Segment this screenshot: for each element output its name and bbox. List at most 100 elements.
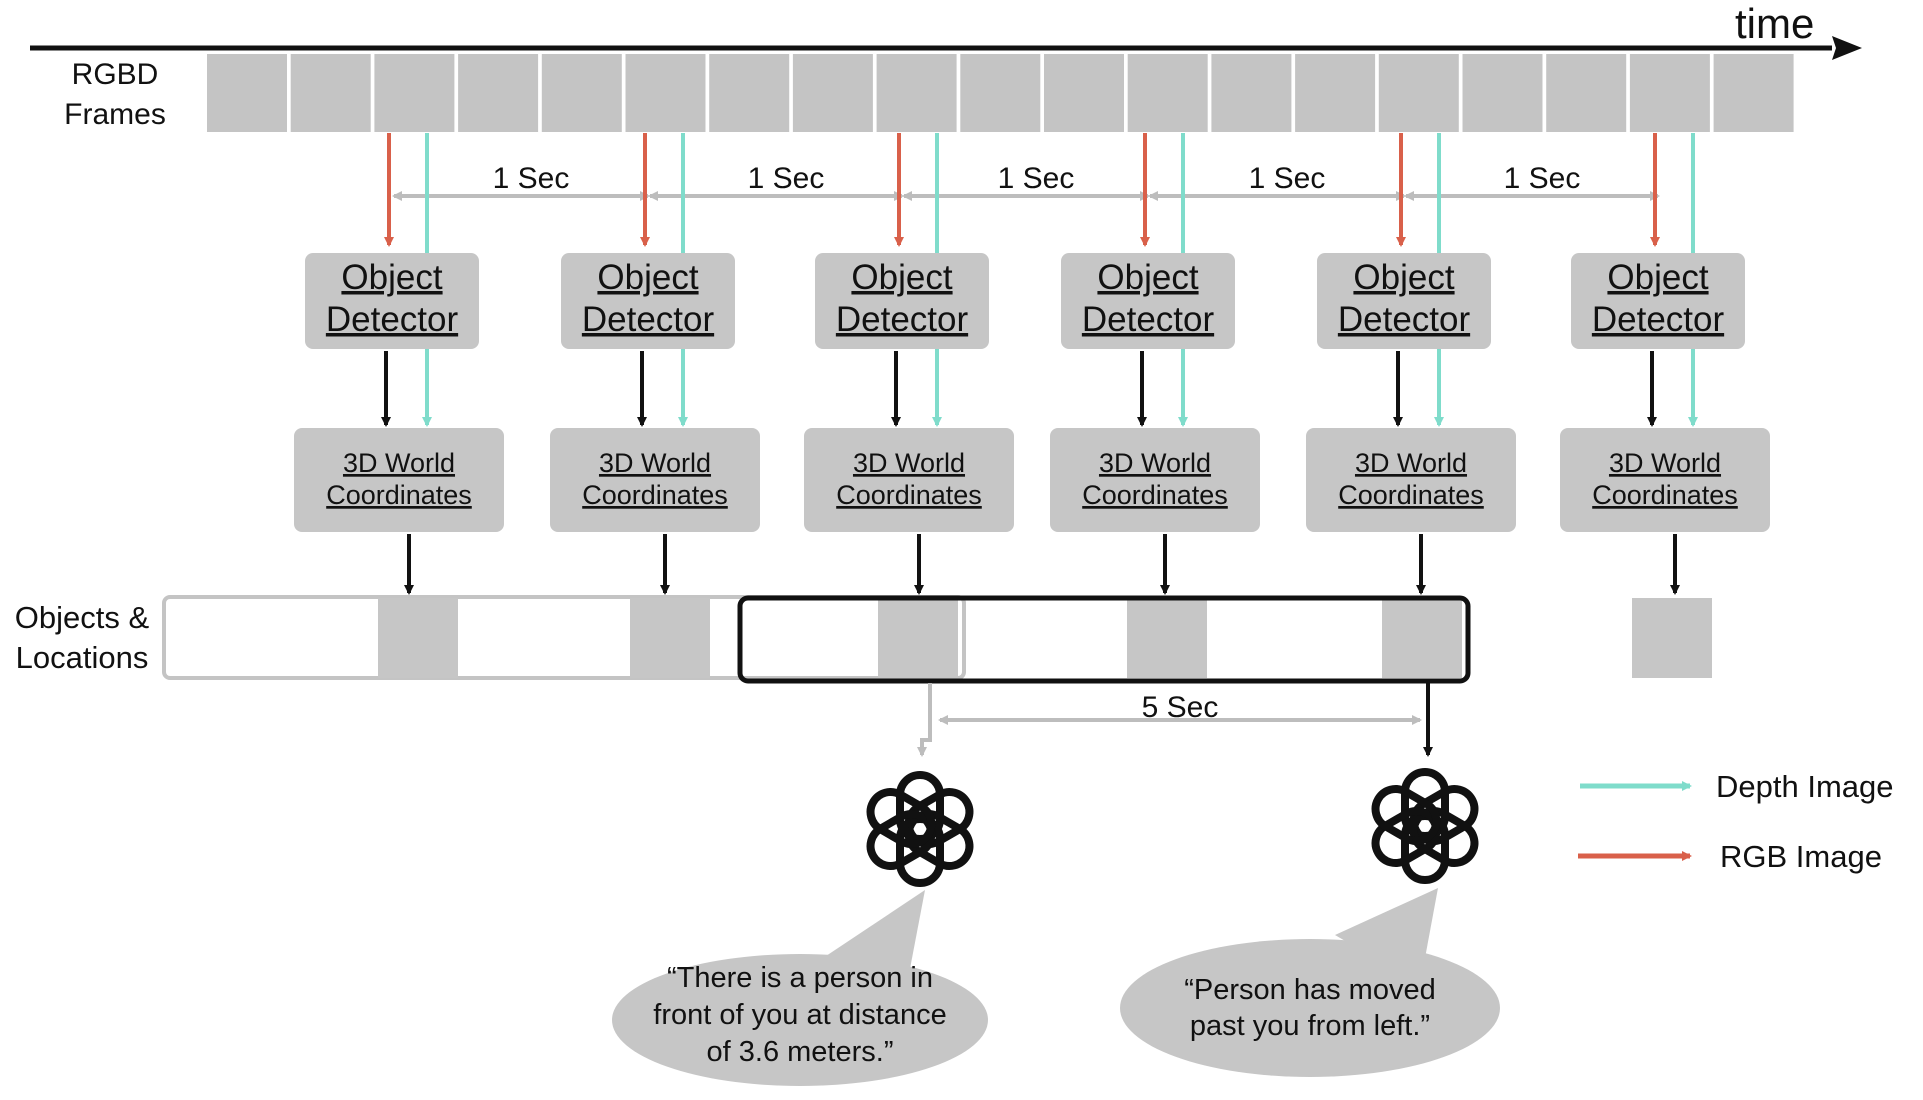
frame-9 xyxy=(876,54,957,132)
object-detector-line2-5: Detector xyxy=(1338,300,1471,339)
object-detector-line1-4: Object xyxy=(1097,258,1198,297)
legend-depth-label: Depth Image xyxy=(1716,769,1894,804)
world-coordinates-box-6 xyxy=(1560,428,1770,532)
world-coordinates-box-1 xyxy=(294,428,504,532)
object-cell-4 xyxy=(1127,598,1207,678)
world-coordinates-line2-4: Coordinates xyxy=(1082,480,1228,510)
object-detector-box-4 xyxy=(1061,253,1235,349)
frame-6 xyxy=(625,54,706,132)
interval-arrows: 1 Sec 1 Sec 1 Sec 1 Sec 1 Sec xyxy=(392,162,1660,201)
rgbd-frames xyxy=(207,54,1794,132)
objects-strip-previous-window xyxy=(162,595,966,680)
legend-rgb-label: RGB Image xyxy=(1720,839,1882,874)
object-detector-line1-2: Object xyxy=(597,258,698,297)
world-coordinates-line1-2: 3D World xyxy=(599,448,711,478)
frames-label-line1: RGBD xyxy=(72,58,159,91)
object-detector-line1-6: Object xyxy=(1607,258,1708,297)
frame-18 xyxy=(1629,54,1710,132)
interval-label-5: 1 Sec xyxy=(1504,162,1581,195)
frame-5 xyxy=(541,54,622,132)
object-detector-box-1 xyxy=(305,253,479,349)
interval-label-4: 1 Sec xyxy=(1249,162,1326,195)
time-label: time xyxy=(1735,0,1814,47)
world-coordinates-box-4 xyxy=(1050,428,1260,532)
world-coordinates-line1-1: 3D World xyxy=(343,448,455,478)
frame-12 xyxy=(1127,54,1208,132)
object-cell-2 xyxy=(630,598,710,678)
frame-2 xyxy=(290,54,371,132)
world-coordinates-line2-2: Coordinates xyxy=(582,480,728,510)
frame-15 xyxy=(1378,54,1459,132)
speech-1-line1: “There is a person in xyxy=(667,962,933,994)
speech-2-line1: “Person has moved xyxy=(1184,974,1435,1006)
object-detector-line2-3: Detector xyxy=(836,300,969,339)
object-detector-box-2 xyxy=(561,253,735,349)
llm-icon-1-loop-6 xyxy=(866,788,936,848)
object-detector-line1-1: Object xyxy=(341,258,442,297)
frame-13 xyxy=(1211,54,1292,132)
object-detector-line2-4: Detector xyxy=(1082,300,1215,339)
frame-7 xyxy=(709,54,790,132)
frame-19 xyxy=(1713,54,1794,132)
frame-1 xyxy=(207,54,287,132)
world-coordinates-line1-3: 3D World xyxy=(853,448,965,478)
llm-input-arrow-previous xyxy=(917,683,932,757)
speech-2-line2: past you from left.” xyxy=(1190,1010,1430,1042)
object-detector-line2-2: Detector xyxy=(582,300,715,339)
objects-strip-current-window xyxy=(737,595,1471,684)
objects-label-line1: Objects & xyxy=(15,600,150,635)
object-cells xyxy=(378,598,1712,678)
object-cell-3 xyxy=(878,598,958,678)
world-coordinates-box-2 xyxy=(550,428,760,532)
speech-bubble-2: “Person has moved past you from left.” xyxy=(1120,888,1500,1077)
objects-label-line2: Locations xyxy=(16,640,149,675)
object-cell-5 xyxy=(1382,598,1462,678)
window-label: 5 Sec xyxy=(1142,691,1219,724)
llm-icon-2 xyxy=(1371,768,1479,884)
llm-icon-1 xyxy=(866,771,974,887)
object-cell-6 xyxy=(1632,598,1712,678)
frame-11 xyxy=(1044,54,1124,132)
interval-label-2: 1 Sec xyxy=(748,162,825,195)
frame-17 xyxy=(1546,54,1627,132)
world-coordinates-line2-6: Coordinates xyxy=(1592,480,1738,510)
object-detector-box-3 xyxy=(815,253,989,349)
time-axis-arrowhead xyxy=(1832,36,1862,60)
frame-14 xyxy=(1295,54,1376,132)
object-cell-1 xyxy=(378,598,458,678)
world-coordinates-line1-6: 3D World xyxy=(1609,448,1721,478)
interval-label-1: 1 Sec xyxy=(493,162,570,195)
frame-3 xyxy=(374,54,455,132)
world-coordinates-box-5 xyxy=(1306,428,1516,532)
object-detector-line2-1: Detector xyxy=(326,300,459,339)
world-coordinates-line1-5: 3D World xyxy=(1355,448,1467,478)
frame-8 xyxy=(792,54,873,132)
frames-label-line2: Frames xyxy=(64,98,166,131)
world-coordinates-box-3 xyxy=(804,428,1014,532)
interval-label-3: 1 Sec xyxy=(998,162,1075,195)
object-detector-line1-5: Object xyxy=(1353,258,1454,297)
object-detector-line2-6: Detector xyxy=(1592,300,1725,339)
object-detector-line1-3: Object xyxy=(851,258,952,297)
legend: Depth Image RGB Image xyxy=(1578,769,1894,874)
speech-bubble-1: “There is a person in front of you at di… xyxy=(612,890,988,1086)
object-detector-box-6 xyxy=(1571,253,1745,349)
world-coordinates-line2-3: Coordinates xyxy=(836,480,982,510)
speech-1-line3: of 3.6 meters.” xyxy=(707,1036,894,1068)
llm-icon-2-loop-6 xyxy=(1371,785,1441,845)
speech-1-line2: front of you at distance xyxy=(653,999,946,1031)
